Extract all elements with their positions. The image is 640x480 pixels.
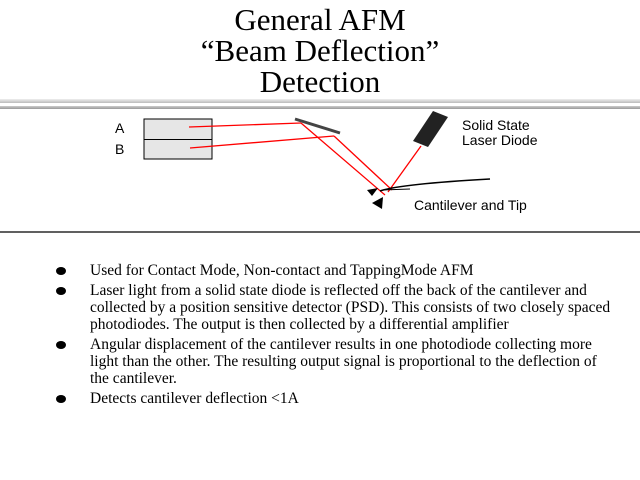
beam-to-b (189, 135, 335, 149)
cantilever-label: Cantilever and Tip (414, 197, 527, 213)
laser-label-line-2: Laser Diode (462, 132, 538, 148)
beam-laser (387, 145, 422, 193)
title-line-1: General AFM (234, 2, 406, 37)
laser-beams (188, 122, 422, 196)
tip-icon (367, 188, 378, 196)
slide-title: General AFM “Beam Deflection” Detection (0, 4, 640, 97)
bullet-item: Laser light from a solid state diode is … (56, 282, 616, 333)
beam-to-a (188, 122, 302, 128)
laser-label-line-1: Solid State (462, 117, 530, 133)
laser-diode (413, 111, 448, 147)
laser-diode-label: Solid State Laser Diode (462, 118, 538, 148)
cantilever-base (381, 188, 411, 191)
beam-mirror-1 (300, 122, 386, 196)
tip-arrow-icon (372, 197, 383, 209)
label-b: B (115, 141, 125, 157)
bullet-item: Used for Contact Mode, Non-contact and T… (56, 262, 616, 279)
title-divider (0, 99, 640, 103)
label-a: A (115, 120, 125, 136)
afm-diagram (0, 111, 640, 233)
bullet-item: Detects cantilever deflection <1A (56, 390, 616, 407)
title-divider-2 (0, 106, 640, 109)
mirror (294, 117, 341, 135)
bullet-item: Angular displacement of the cantilever r… (56, 336, 616, 387)
beam-mirror-2 (333, 135, 393, 191)
bullet-list: Used for Contact Mode, Non-contact and T… (56, 262, 616, 410)
title-line-3: Detection (259, 64, 381, 99)
title-line-2: “Beam Deflection” (200, 33, 440, 68)
